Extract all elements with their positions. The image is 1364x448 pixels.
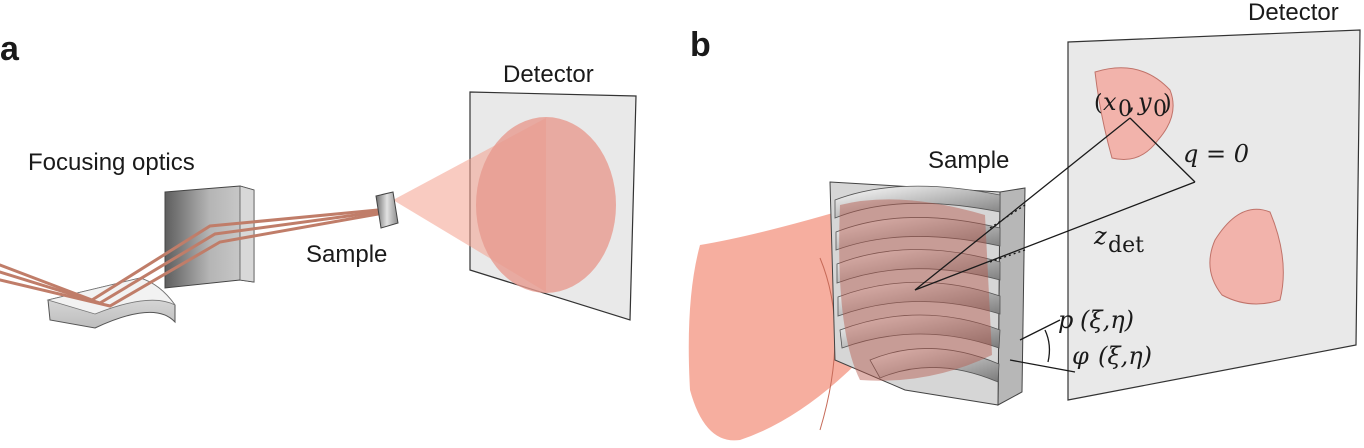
x0-subscript: 0	[1118, 97, 1132, 122]
ray	[0, 212, 380, 308]
zdet-label: z det	[1093, 222, 1144, 258]
ray	[0, 210, 380, 305]
phi-coords: (ξ,η)	[1098, 342, 1152, 370]
y0-symbol: y	[1137, 88, 1152, 116]
phi-label: φ (ξ,η)	[1072, 342, 1152, 370]
paren-close: )	[1163, 91, 1172, 116]
ridge	[837, 281, 1001, 317]
xray-rays	[0, 208, 380, 308]
detector-label-b: Detector	[1248, 0, 1339, 26]
sample-chip-a	[375, 191, 399, 229]
geometry-lines	[914, 117, 1196, 373]
x0-to-q0	[1129, 117, 1196, 183]
sample-label-b: Sample	[928, 147, 1009, 174]
comma: ,	[1128, 91, 1135, 116]
focusing-optics-label: Focusing optics	[28, 149, 195, 176]
z-subscript: det	[1108, 233, 1144, 258]
p-label: p (ξ,η)	[1058, 306, 1134, 334]
diffraction-disc-a	[476, 117, 616, 293]
dotted-b	[989, 249, 1026, 263]
p-coords: (ξ,η)	[1080, 306, 1134, 334]
normal-line-phi	[1009, 359, 1076, 373]
ridge	[869, 348, 1000, 383]
ray-to-q0	[914, 181, 1196, 291]
grating-sample	[829, 181, 1026, 406]
grating-ridges	[834, 185, 1001, 383]
panel-b-letter: b	[690, 26, 711, 64]
ridge	[839, 314, 1001, 349]
phi-symbol: φ	[1072, 342, 1089, 370]
z-symbol: z	[1093, 222, 1107, 250]
upper-mirror-edge	[239, 185, 255, 283]
panel-a: a Focusing optics Sample Detector	[0, 30, 637, 329]
sample-label-a: Sample	[306, 241, 387, 268]
q-zero-label: q = 0	[1183, 140, 1249, 168]
y0-subscript: 0	[1153, 97, 1167, 122]
normal-line-p	[1019, 319, 1061, 341]
paren-open: (	[1094, 91, 1103, 116]
detector-label-a: Detector	[503, 61, 594, 88]
ridge	[836, 249, 1001, 284]
panel-a-letter: a	[0, 30, 20, 68]
ray	[0, 208, 380, 302]
ridge	[835, 217, 1001, 251]
origin-label: ( x 0 , y 0 )	[1094, 88, 1172, 122]
ridge	[834, 185, 1001, 219]
p-symbol: p	[1058, 306, 1073, 334]
speckle-spot-lower	[1209, 208, 1284, 305]
panel-b: b	[688, 0, 1361, 441]
speckle-spot-upper	[1094, 67, 1174, 160]
x0-symbol: x	[1103, 88, 1117, 116]
incident-cone-b	[688, 205, 860, 441]
ray-to-x0	[914, 117, 1131, 291]
dotted-a	[989, 204, 1026, 229]
angle-arc	[1044, 329, 1051, 363]
